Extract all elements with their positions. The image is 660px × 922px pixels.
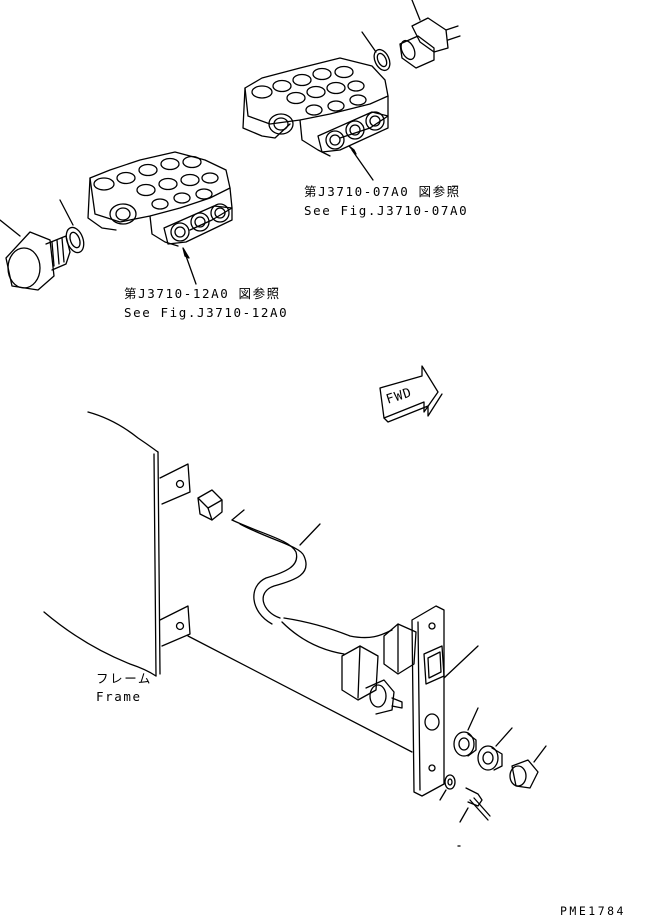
connector-lower [341,645,379,701]
o-ring-upper [361,31,391,72]
washer [439,774,456,801]
drawing-number: PME1784 [560,904,626,918]
wire-harness [197,489,393,655]
reference-callout-top: 第J3710-07A0 図参照 See Fig.J3710-07A0 [304,184,469,218]
connector-upper [383,623,417,675]
plug-bolt-lower [0,219,71,291]
frame-outline [43,411,191,677]
switch-body [365,679,403,715]
ref-left-jp: 第J3710-12A0 図参照 [124,286,281,301]
leader-ref-top [348,145,374,181]
leader-ref-left [182,247,197,285]
screw [457,787,491,847]
grommet-b [477,727,513,771]
harness-guide-line [187,635,413,753]
frame-label-jp: フレーム [96,671,153,686]
valve-block-lower [87,151,233,247]
fwd-arrow [379,365,443,423]
ref-left-en: See Fig.J3710-12A0 [124,304,289,320]
mounting-plate [411,605,479,797]
grommet-a [453,707,479,757]
ref-top-en: See Fig.J3710-07A0 [304,202,469,218]
o-ring-lower [59,199,85,254]
reference-callout-left: 第J3710-12A0 図参照 See Fig.J3710-12A0 [124,286,289,320]
ref-top-jp: 第J3710-07A0 図参照 [304,184,461,199]
cap [509,745,547,789]
sensor-plug-upper [399,0,461,69]
frame-label-en: Frame [96,688,142,704]
frame-label: フレーム Frame [96,671,153,704]
valve-block-upper [242,57,389,157]
